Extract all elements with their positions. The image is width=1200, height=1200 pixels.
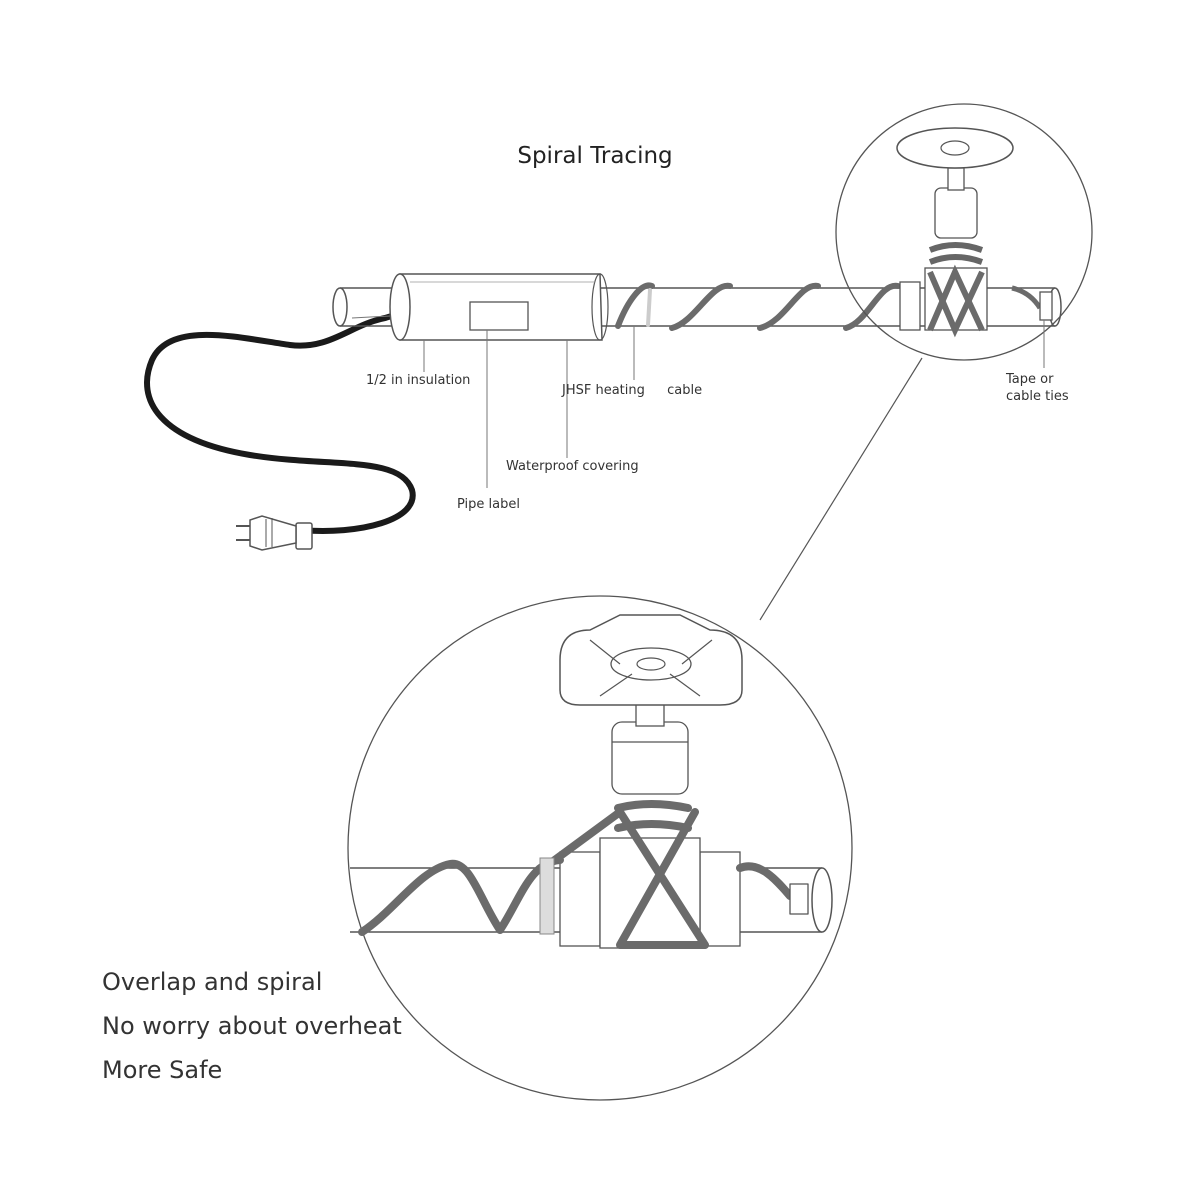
power-cord xyxy=(144,312,416,534)
spiral-heating-cable xyxy=(615,282,901,331)
insulation-sleeve xyxy=(389,273,609,341)
detail-heating-cable xyxy=(358,800,809,949)
label-heating-cable: JHSF heating cable xyxy=(562,382,702,399)
label-waterproof: Waterproof covering xyxy=(506,459,639,474)
label-heating-cable-part1: JHSF heating xyxy=(562,383,645,398)
label-tape-line1: Tape or xyxy=(1006,372,1054,387)
label-tape: Tape or cable ties xyxy=(1006,371,1069,405)
detail-circle-small xyxy=(835,103,1093,361)
callout-lines xyxy=(423,320,1045,488)
label-heating-cable-part2: cable xyxy=(667,383,703,398)
diagram-title: Spiral Tracing xyxy=(517,143,673,169)
note-safe: More Safe xyxy=(102,1056,223,1084)
label-pipe-label: Pipe label xyxy=(457,497,520,512)
label-insulation: 1/2 in insulation xyxy=(366,373,471,388)
zoom-connector-line xyxy=(759,357,923,621)
small-valve xyxy=(896,127,1053,338)
detail-cable-tie xyxy=(539,857,555,935)
detail-circle-large xyxy=(347,595,853,1101)
pipe-label-box xyxy=(469,301,529,331)
note-overlap: Overlap and spiral xyxy=(102,968,323,996)
feature-notes: Overlap and spiral No worry about overhe… xyxy=(102,962,402,1094)
detail-valve xyxy=(559,614,743,949)
plug-icon xyxy=(236,515,313,551)
note-overheat: No worry about overheat xyxy=(102,1012,402,1040)
label-tape-line2: cable ties xyxy=(1006,389,1069,404)
